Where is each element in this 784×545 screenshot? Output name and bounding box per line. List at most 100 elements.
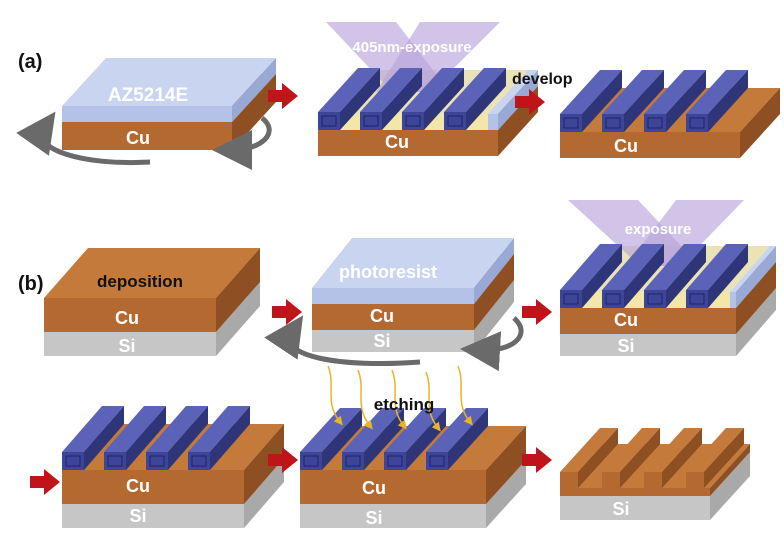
a2-mask-bar-4-front	[444, 112, 466, 130]
a2-mask-bar-2-top	[360, 68, 422, 112]
a3-cu-side	[740, 88, 780, 158]
b2-resist-top	[312, 238, 514, 288]
c3-cu-ridge-1-front	[560, 472, 578, 488]
b2-si-front	[312, 330, 474, 352]
c3-cu-ridge-1-top	[560, 428, 618, 472]
c2-resist-bar-3-outline	[387, 455, 403, 467]
c2-si-front	[300, 504, 486, 528]
a2-mask-bar-1-front	[318, 112, 340, 130]
a2-mask-bar-4-side	[466, 68, 506, 130]
etch-ray-2	[357, 369, 373, 430]
c-arrow-3	[522, 447, 552, 473]
c3-cu-ridge-1-side	[578, 428, 618, 488]
c1-resist-bar-1-side	[84, 406, 124, 470]
c1-cu-side	[244, 424, 284, 504]
b3-mask-bar-1-outline	[563, 293, 579, 305]
a1-cu-front	[62, 122, 232, 150]
c2-resist-bar-4-front	[426, 452, 448, 470]
cu-label-c2: Cu	[362, 478, 386, 498]
exposure-b-label: exposure	[625, 221, 692, 238]
b3-mask-bar-4-side	[708, 244, 748, 308]
a2-mask-bar-3-front	[402, 112, 424, 130]
a3-resist-bar-4-front	[686, 114, 708, 132]
cu-label-b2: Cu	[370, 306, 394, 326]
c1-resist-bar-3-outline	[149, 455, 165, 467]
c2-resist-bar-1-side	[322, 408, 362, 470]
a3-resist-bar-1-top	[560, 70, 622, 114]
b3-cu-front	[560, 308, 736, 334]
etch-ray-5	[457, 365, 473, 426]
a2-mask-bar-4-top	[444, 68, 506, 112]
a1-rotate-arrow-left	[16, 111, 151, 166]
a3-resist-bar-2-front	[602, 114, 624, 132]
c1-resist-bar-2-top	[104, 406, 166, 452]
a2-mask-bar-1-outline	[321, 115, 337, 127]
a3-resist-bar-3-side	[666, 70, 706, 132]
a2-mask-bar-1-side	[340, 68, 380, 130]
b2-resist-front	[312, 288, 474, 304]
c1-resist-bar-2-front	[104, 452, 126, 470]
c1-si-side	[244, 458, 284, 528]
b3-si-side	[736, 288, 776, 356]
a3-resist-bar-2-side	[624, 70, 664, 132]
develop-label: develop	[512, 71, 573, 88]
b3-mask-bar-2-outline	[605, 293, 621, 305]
c2-resist-bar-2-outline	[345, 455, 361, 467]
c3-cu-ridge-4-top	[686, 428, 744, 472]
a3-resist-bar-1-outline	[563, 117, 579, 129]
b3-mask-bar-2-side	[624, 244, 664, 308]
b3-mask-bar-3-outline	[647, 293, 663, 305]
a3-cu-front	[560, 132, 740, 158]
c3-cu-ridge-2-side	[620, 428, 660, 488]
etching-label: etching	[374, 395, 434, 414]
c2-resist-bar-2-side	[364, 408, 404, 470]
c2-resist-bar-1-front	[300, 452, 322, 470]
a2-mask-bar-3-top	[402, 68, 464, 112]
a2-mask-bar-3-side	[424, 68, 464, 130]
a2-mask-bar-2-outline	[363, 115, 379, 127]
panel-a-label: (a)	[18, 51, 42, 73]
si-label-c1: Si	[129, 506, 146, 526]
c1-resist-bar-4-top	[188, 406, 250, 452]
resist-b-label: photoresist	[339, 262, 437, 282]
b3-mask-bar-4-top	[686, 244, 748, 290]
a1-resist-top	[62, 58, 276, 106]
a3-resist-bar-4-outline	[689, 117, 705, 129]
exposure-a-label: 405nm-exposure	[352, 39, 471, 56]
a3-resist-bar-3-front	[644, 114, 666, 132]
b1-si-side	[216, 282, 260, 356]
c2-resist-bar-1-outline	[303, 455, 319, 467]
a2-mask-bar-1-top	[318, 68, 380, 112]
deposition-label: deposition	[97, 272, 183, 291]
c1-resist-bar-3-front	[146, 452, 168, 470]
panel-b-label: (b)	[18, 273, 44, 295]
etch-ray-4	[425, 371, 441, 432]
si-label-c3: Si	[612, 499, 629, 519]
b1-cu-side	[216, 248, 260, 332]
cu-label-b1: Cu	[115, 308, 139, 328]
c1-cu-front	[62, 470, 244, 504]
b-arrow-1	[272, 299, 302, 325]
c2-resist-bar-3-top	[384, 408, 446, 452]
b3-si-front	[560, 334, 736, 356]
a-arrow-1	[268, 83, 298, 109]
c2-resist-bar-2-top	[342, 408, 404, 452]
c3-si-front	[560, 496, 710, 520]
c1-resist-bar-1-outline	[65, 455, 81, 467]
b2-cu-front	[312, 304, 474, 330]
b-arrow-2	[522, 299, 552, 325]
a3-resist-bar-4-side	[708, 70, 748, 132]
b3-mask-bar-2-top	[602, 244, 664, 290]
c3-cu-ridge-2-front	[602, 472, 620, 488]
a3-resist-bar-3-top	[644, 70, 706, 114]
c3-si-side	[710, 452, 750, 520]
c2-cu-side	[486, 426, 526, 504]
cu-label-a2: Cu	[385, 132, 409, 152]
b2-cu-side	[474, 254, 514, 330]
c1-resist-bar-1-front	[62, 452, 84, 470]
c1-resist-bar-3-side	[168, 406, 208, 470]
b3-mask-bar-3-side	[666, 244, 706, 308]
c2-cu-front	[300, 470, 486, 504]
